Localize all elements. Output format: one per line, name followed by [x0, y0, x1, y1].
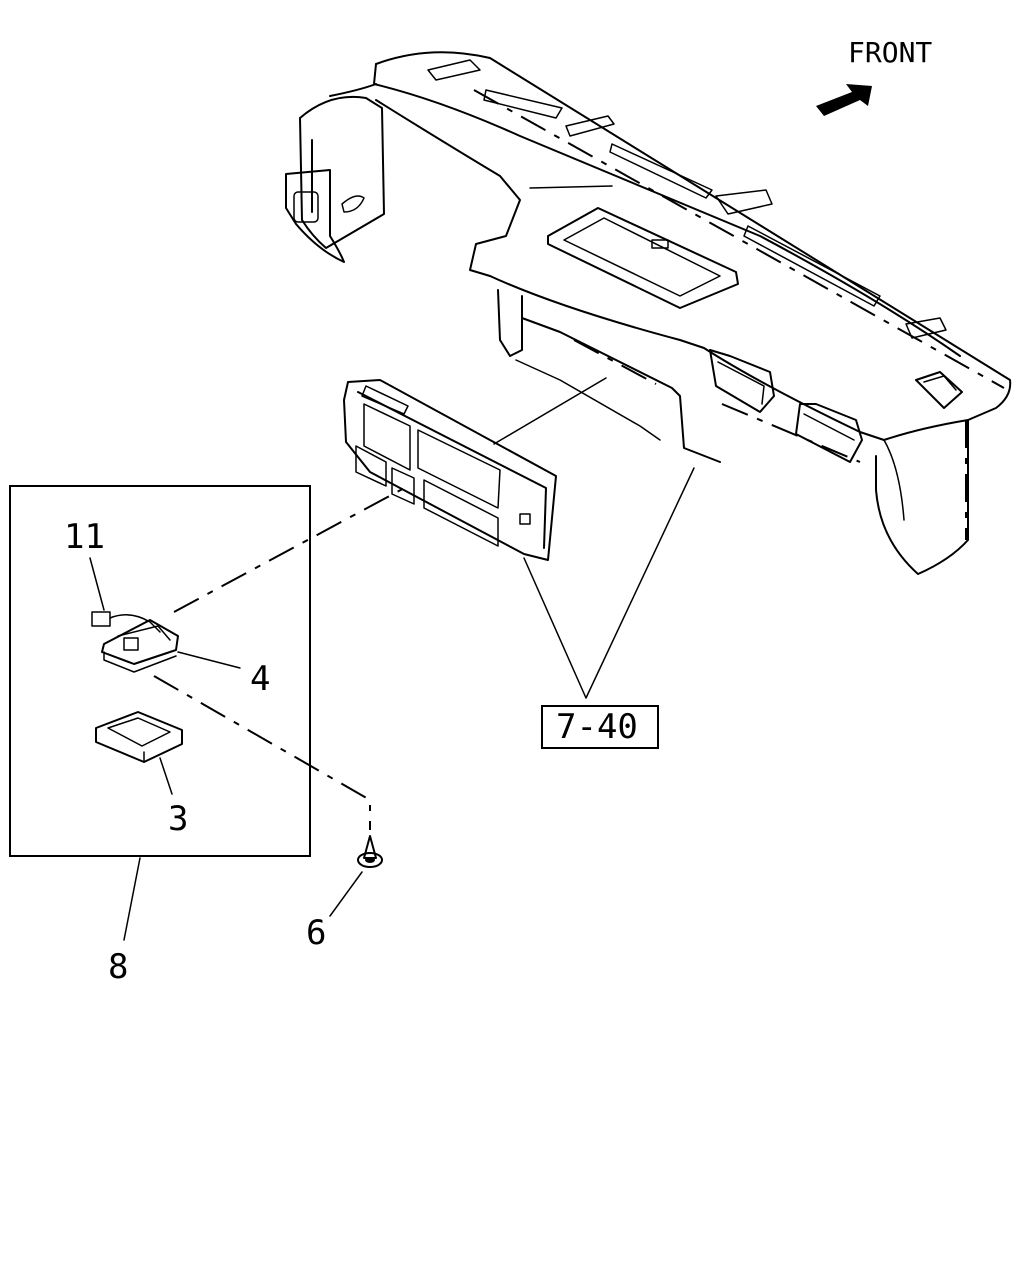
- front-label: FRONT: [848, 36, 932, 69]
- leader-line: [177, 651, 241, 669]
- assembly-box: [9, 485, 311, 857]
- cluster-bezel: [343, 379, 557, 561]
- harness-connector: [91, 611, 161, 633]
- leader-line: [529, 185, 613, 189]
- reference-box: [541, 705, 659, 749]
- defroster-vents: [427, 59, 947, 339]
- leader-line: [523, 467, 695, 699]
- tray: [95, 711, 183, 763]
- callout-7-40: 7-40: [556, 707, 638, 747]
- instrument-panel: [285, 51, 1012, 575]
- callout-6: 6: [306, 913, 326, 953]
- dashdot-line: [173, 485, 409, 613]
- front-arrow-icon: [816, 84, 872, 116]
- leader-line: [89, 557, 105, 611]
- leader-line: [159, 757, 173, 795]
- leader-line: [493, 377, 607, 445]
- leader-line: [123, 857, 141, 941]
- callout-3: 3: [168, 799, 188, 839]
- screw: [357, 835, 383, 868]
- leader-line: [329, 871, 363, 917]
- lamp-bracket: [101, 619, 179, 673]
- callout-11: 11: [64, 517, 105, 557]
- callout-8: 8: [108, 947, 128, 987]
- callout-4: 4: [250, 659, 270, 699]
